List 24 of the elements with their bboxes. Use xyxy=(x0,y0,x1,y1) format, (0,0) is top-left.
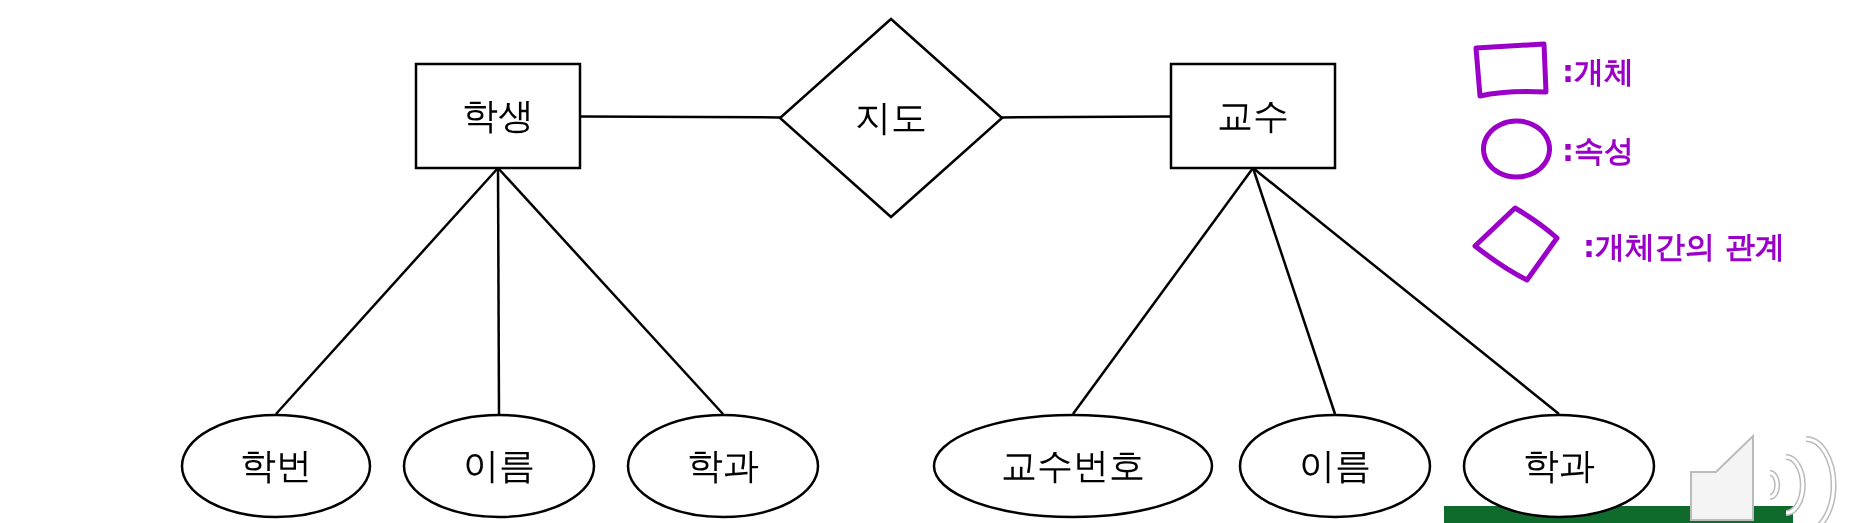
node-label: 지도 xyxy=(855,95,927,140)
node-label: 이름 xyxy=(1299,443,1371,488)
attribute-ellipse xyxy=(1463,414,1655,518)
connector-line xyxy=(580,115,781,119)
attribute-ellipse xyxy=(627,414,819,518)
node-label: 학과 xyxy=(1523,443,1595,488)
relationship-diamond xyxy=(780,19,1002,217)
attribute-ellipse xyxy=(181,414,371,518)
node-label: 학번 xyxy=(240,443,312,488)
entity-box xyxy=(1171,64,1335,168)
node-label: 학과 xyxy=(687,443,759,488)
attribute-ellipse xyxy=(1239,414,1431,518)
connector-line xyxy=(496,168,501,414)
attribute-ellipse xyxy=(933,414,1213,518)
attribute-ellipse xyxy=(403,414,595,518)
legend-text: :속성 xyxy=(1562,132,1634,170)
node-label: 교수번호 xyxy=(1001,443,1145,488)
connector-line xyxy=(1001,115,1171,119)
node-label: 학생 xyxy=(462,93,534,138)
node-label: 교수 xyxy=(1217,93,1289,138)
entity-box xyxy=(416,64,580,168)
legend-text: :개체 xyxy=(1562,53,1634,91)
node-label: 이름 xyxy=(463,443,535,488)
legend-text: :개체간의 관계 xyxy=(1583,228,1786,266)
